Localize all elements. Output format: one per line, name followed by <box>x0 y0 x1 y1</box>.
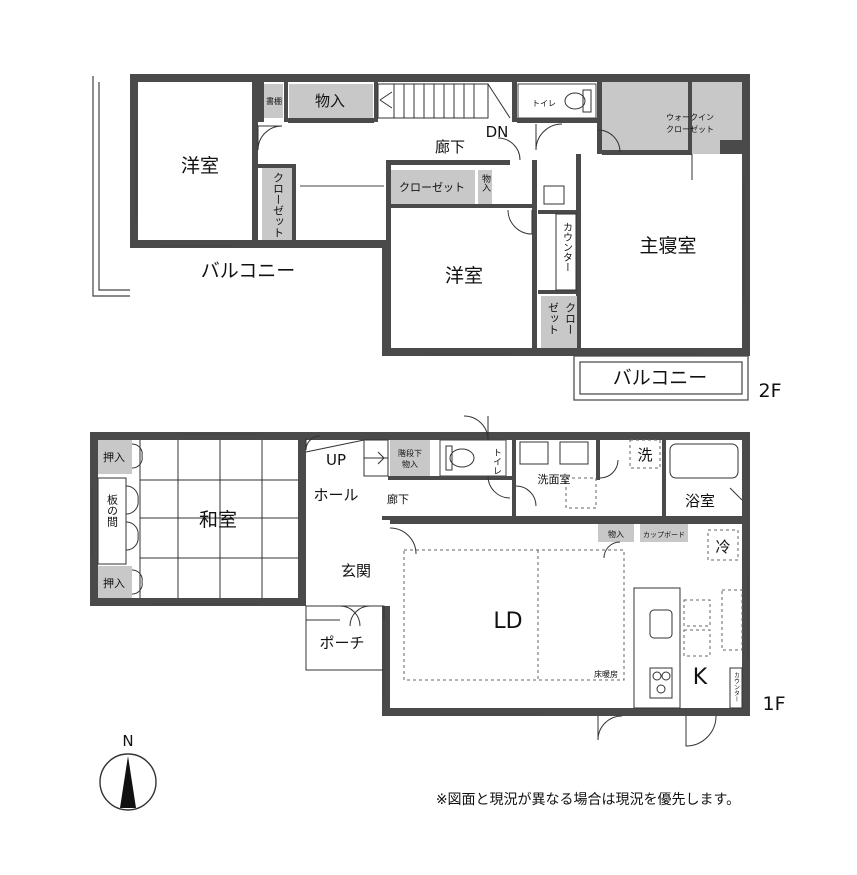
compass-north-label: N <box>122 732 133 750</box>
room-closet-right-line1: クロー <box>564 302 577 335</box>
floor-label-1f: 1F <box>762 693 785 715</box>
room-washroom: 洗面室 <box>538 472 571 486</box>
compass: N <box>99 732 157 811</box>
room-cupboard: カップボード <box>643 531 685 539</box>
room-corridor-1f: 廊下 <box>387 492 409 506</box>
room-walkin-line1: ウォークイン <box>666 113 714 122</box>
counter-1f <box>729 667 743 709</box>
room-oshiire-bottom: 押入 <box>103 576 125 590</box>
wall-western-left-right <box>252 82 258 248</box>
itanoma-area <box>97 477 127 565</box>
stair-down-label: DN <box>486 123 509 141</box>
room-corridor-2f: 廊下 <box>435 138 465 156</box>
room-storage-center: 物入 <box>480 173 491 192</box>
storage-top <box>289 84 373 118</box>
room-western-center: 洋室 <box>445 265 483 287</box>
room-toilet-1f: トイレ <box>491 448 502 475</box>
kitchen-sink <box>649 609 673 639</box>
room-closet-center: クローゼット <box>399 181 465 194</box>
room-toilet-2f: トイレ <box>532 99 556 108</box>
room-storage-1f: 物入 <box>608 529 624 539</box>
room-oshiire-top: 押入 <box>103 450 125 464</box>
closet-left <box>262 168 292 240</box>
room-storage-top: 物入 <box>315 92 345 110</box>
room-counter-2f: カウンター <box>561 222 573 272</box>
room-entrance: 玄関 <box>341 562 371 580</box>
floor-2f: 洋室 物入 書棚 廊下 DN トイレ ウォークイン クローゼット クローゼット … <box>92 74 782 402</box>
room-washitsu: 和室 <box>199 509 237 531</box>
tatami-grid <box>139 440 298 598</box>
floor-heating-area <box>403 549 625 681</box>
closet-center <box>391 170 475 204</box>
shelf-small <box>264 84 283 118</box>
floor-heating-label: 床暖房 <box>594 669 618 679</box>
under-stair-storage <box>390 440 430 476</box>
sink-2 <box>559 441 589 465</box>
disclaimer-note: ※図面と現況が異なる場合は現況を優先します。 <box>436 792 740 808</box>
room-kitchen: K <box>693 665 708 690</box>
room-master-bedroom: 主寝室 <box>639 235 696 257</box>
bathtub <box>669 443 739 479</box>
fridge-box <box>707 529 739 561</box>
stair-2f <box>377 83 511 119</box>
cupboard <box>640 524 688 542</box>
room-ld: LD <box>493 609 522 634</box>
compass-needle-icon <box>120 756 136 808</box>
room-porch: ポーチ <box>319 634 364 652</box>
kitchen-counter <box>633 587 681 709</box>
stair-up-label: UP <box>326 451 346 469</box>
room-western-left: 洋室 <box>181 155 219 177</box>
room-bathroom: 浴室 <box>685 492 715 510</box>
room-closet-right-line2: ゼット <box>547 302 560 335</box>
storage-center <box>478 170 492 204</box>
balcony-right-outline <box>573 355 749 401</box>
room-under-stair-line2: 物入 <box>402 459 418 469</box>
closet-right <box>541 296 577 348</box>
storage-1f <box>598 524 634 542</box>
room-walkin-line2: クローゼット <box>666 124 714 134</box>
room-washer: 洗 <box>637 446 652 464</box>
walkin-closet-fill <box>602 82 742 154</box>
room-fridge: 冷 <box>715 538 730 556</box>
floor-1f: 押入 押入 板の間 和室 UP 階段下 物入 トイレ 洗面室 洗 浴室 ホール … <box>90 415 786 747</box>
oshiire-bottom <box>98 566 132 598</box>
room-shelf-small: 書棚 <box>266 96 282 106</box>
balcony-right-label: バルコニー <box>613 367 708 389</box>
floor-label-2f: 2F <box>758 380 781 402</box>
balcony-left-label: バルコニー <box>201 260 296 282</box>
room-counter-1f: カウンター <box>733 672 740 702</box>
sink-1 <box>519 441 549 465</box>
washer-box <box>629 439 661 469</box>
toilet-top <box>517 83 597 119</box>
room-closet-left: クローゼット <box>272 172 285 238</box>
stair-1f <box>305 439 389 477</box>
room-itanoma: 板の間 <box>106 493 119 528</box>
kitchen-stove <box>649 667 673 699</box>
room-hall: ホール <box>313 486 358 504</box>
room-under-stair-line1: 階段下 <box>398 448 422 458</box>
counter-2f <box>555 213 577 291</box>
oshiire-top <box>98 440 132 474</box>
